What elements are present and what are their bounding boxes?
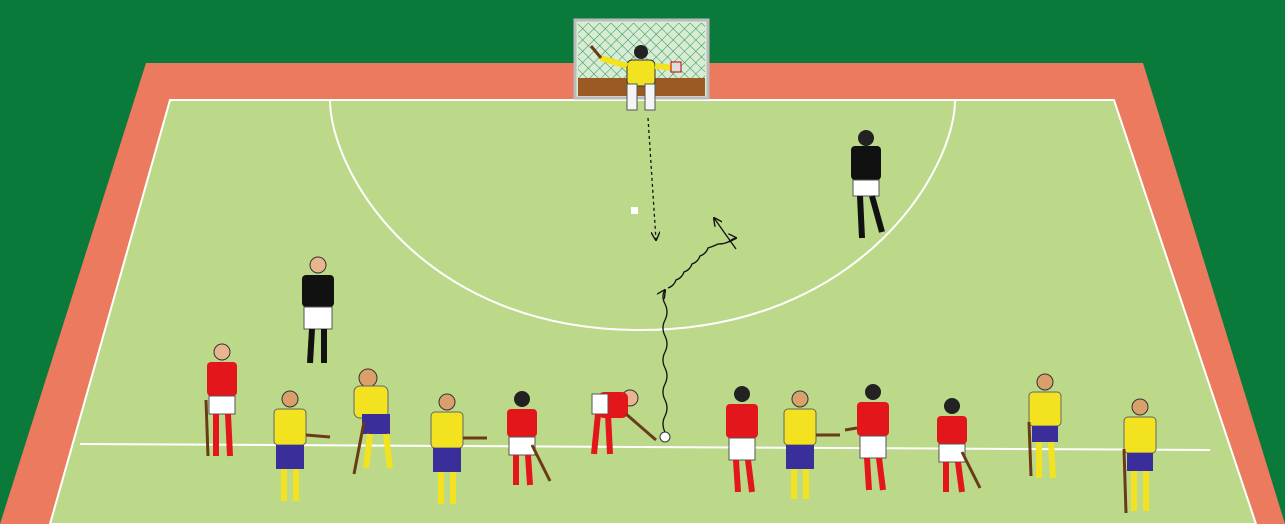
- penalty-spot-icon: [631, 207, 638, 214]
- pitch-surface: [50, 100, 1256, 524]
- ball-icon: [660, 432, 670, 442]
